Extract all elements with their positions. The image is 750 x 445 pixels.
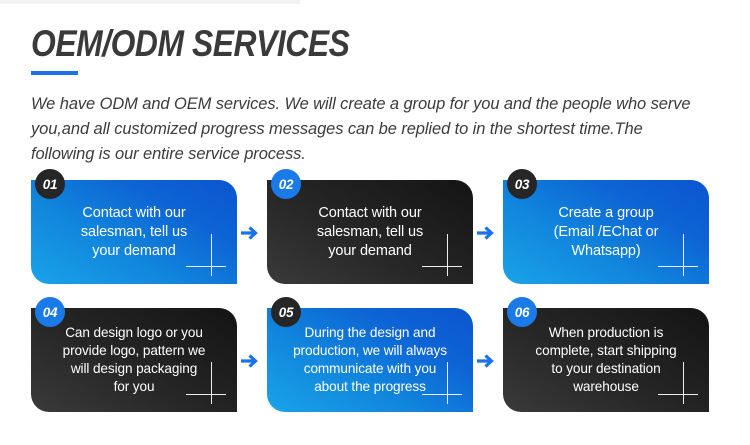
top-edge-band: [0, 0, 300, 4]
process-step-card-03[interactable]: Create a group (Email /EChat or Whatsapp…: [503, 180, 709, 284]
step-label-06: When production is complete, start shipp…: [535, 325, 677, 394]
step-number-badge-03: 03: [507, 169, 537, 199]
arrow-right-icon: [239, 350, 261, 372]
process-step-card-01[interactable]: Contact with our salesman, tell us your …: [31, 180, 237, 284]
step-label-03: Create a group (Email /EChat or Whatsapp…: [553, 204, 659, 259]
page-title: OEM/ODM SERVICES: [31, 23, 350, 64]
arrow-right-icon: [475, 222, 497, 244]
process-step-card-05[interactable]: During the design and production, we wil…: [267, 308, 473, 412]
process-step-card-02[interactable]: Contact with our salesman, tell us your …: [267, 180, 473, 284]
step-number-badge-01: 01: [35, 169, 65, 199]
arrow-right-icon: [475, 350, 497, 372]
title-underline-accent: [31, 71, 78, 75]
step-label-02: Contact with our salesman, tell us your …: [316, 204, 424, 259]
step-number-badge-02: 02: [271, 169, 301, 199]
step-number-badge-04: 04: [35, 297, 65, 327]
step-number-badge-05: 05: [271, 297, 301, 327]
header: OEM/ODM SERVICES We have ODM and OEM ser…: [31, 24, 721, 184]
step-label-04: Can design logo or you provide logo, pat…: [62, 325, 206, 394]
intro-paragraph: We have ODM and OEM services. We will cr…: [31, 95, 691, 163]
step-number-badge-06: 06: [507, 297, 537, 327]
process-steps-grid: Contact with our salesman, tell us your …: [31, 169, 723, 412]
step-label-05: During the design and production, we wil…: [293, 325, 447, 394]
process-row-2: Can design logo or you provide logo, pat…: [31, 297, 723, 412]
arrow-right-icon: [239, 222, 261, 244]
process-step-card-06[interactable]: When production is complete, start shipp…: [503, 308, 709, 412]
process-step-card-04[interactable]: Can design logo or you provide logo, pat…: [31, 308, 237, 412]
step-label-01: Contact with our salesman, tell us your …: [80, 204, 188, 259]
process-row-1: Contact with our salesman, tell us your …: [31, 169, 723, 284]
